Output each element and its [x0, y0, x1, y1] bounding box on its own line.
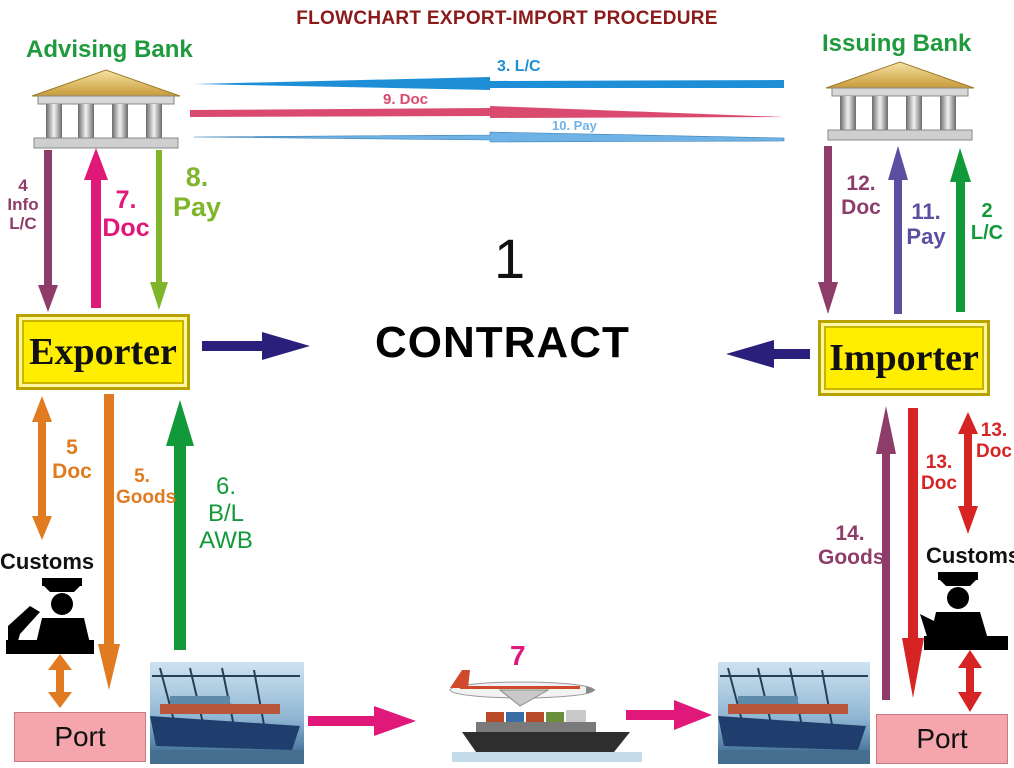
customs-officer-icon-right: [920, 572, 1008, 650]
lc-flow-label: 3. L/C: [497, 58, 541, 75]
pay-11-label: 11. Pay: [906, 199, 946, 249]
cargo-ship-destination-image: [718, 662, 870, 764]
customs-label-right: Customs: [926, 543, 1014, 568]
goods-5-label: 5. Goods: [116, 466, 177, 509]
doc-5-label: 5 Doc: [52, 436, 92, 483]
advising-bank-icon: [31, 69, 181, 149]
doc-down-right-lower-arrow: [902, 408, 924, 698]
cargo-ship-origin-image: [150, 662, 304, 764]
issuing-bank-label: Issuing Bank: [822, 30, 972, 57]
lc-up-right-arrow: [950, 148, 971, 312]
pay-8-label: 8. Pay: [172, 162, 222, 223]
goods-down-arrow: [98, 394, 120, 690]
issuing-bank-icon: [825, 61, 975, 141]
importer-box: Importer: [818, 320, 990, 396]
customs-label-left: Customs: [0, 549, 95, 574]
ship-to-transport-arrow: [308, 706, 416, 736]
port-origin: Port: [14, 712, 146, 762]
container-ship-icon: [452, 710, 642, 762]
contract-step-number: 1: [494, 227, 526, 290]
doc-up-arrow: [84, 148, 108, 308]
customs-officer-icon-left: [6, 578, 94, 654]
pay-up-right-arrow: [888, 146, 908, 314]
doc-13-up-label: 13. Doc: [976, 420, 1012, 463]
customs-port-arrow-right: [958, 650, 982, 712]
customs-port-arrow-left: [48, 654, 72, 708]
pay-down-arrow: [150, 150, 168, 310]
lc-arrow: [194, 77, 784, 90]
doc-arrow: [190, 106, 784, 118]
pay-arrow: [193, 131, 785, 143]
bl-awb-6-label: 6. B/L AWB: [199, 473, 253, 554]
exporter-box: Exporter: [16, 314, 190, 390]
doc-double-arrow-left: [32, 396, 52, 540]
doc-13-down-label: 13. Doc: [921, 452, 957, 495]
exporter-contract-arrow: [202, 332, 310, 360]
info-lc-label: 4 Info L/C: [7, 176, 39, 234]
doc-flow-label: 9. Doc: [383, 91, 429, 108]
airplane-icon: [449, 670, 596, 707]
contract-label: CONTRACT: [375, 318, 630, 367]
advising-bank-label: Advising Bank: [26, 36, 193, 63]
doc-12-label: 12. Doc: [841, 172, 881, 219]
goods-up-right-arrow: [876, 406, 896, 700]
goods-14-label: 14. Goods: [818, 522, 885, 569]
page-title: FLOWCHART EXPORT-IMPORT PROCEDURE: [296, 8, 718, 29]
bl-awb-up-arrow: [166, 400, 194, 650]
doc-7-label: 7. Doc: [102, 186, 150, 242]
transport-to-ship-arrow: [626, 700, 712, 730]
pay-flow-label: 10. Pay: [552, 118, 597, 133]
transport-step-number: 7: [510, 640, 526, 671]
info-lc-arrow: [38, 150, 58, 312]
port-destination: Port: [876, 714, 1008, 764]
doc-double-arrow-right: [958, 412, 978, 534]
doc-down-right-arrow: [818, 146, 838, 314]
importer-contract-arrow: [726, 340, 810, 368]
lc-2-label: 2 L/C: [970, 200, 1004, 245]
